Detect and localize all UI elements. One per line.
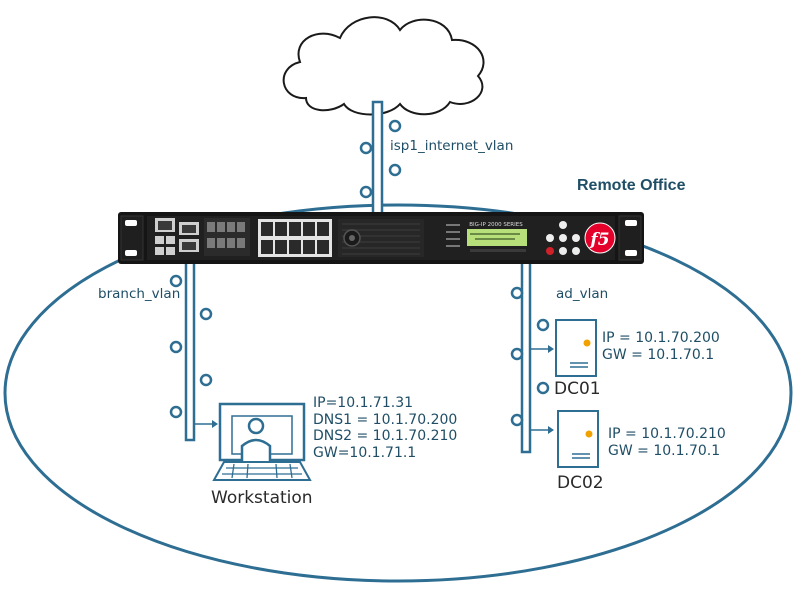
workstation-ip: IP=10.1.71.31 <box>313 395 414 411</box>
big-ip-appliance: BIG-IP 2000 SERIES f5 <box>118 212 644 264</box>
port-connector-icon <box>169 340 183 354</box>
dc01-ip: IP = 10.1.70.200 <box>602 330 720 346</box>
branch-vlan-label: branch_vlan <box>98 286 181 302</box>
workstation-name: Workstation <box>211 488 313 508</box>
port-connector-icon <box>359 185 373 199</box>
ad-vlan-bus <box>510 260 554 454</box>
workstation-dns2: DNS2 = 10.1.70.210 <box>313 428 458 444</box>
port-connector-icon <box>510 347 524 361</box>
internet-cloud-icon <box>282 16 485 116</box>
dc01-name: DC01 <box>554 379 601 399</box>
port-connector-icon <box>388 119 402 133</box>
port-connector-icon <box>169 274 183 288</box>
appliance-model-text: BIG-IP 2000 SERIES <box>469 222 523 228</box>
port-connector-icon <box>510 413 524 427</box>
dc02-name: DC02 <box>557 473 604 493</box>
workstation-dns1: DNS1 = 10.1.70.200 <box>313 411 458 428</box>
branch-vlan-bus <box>169 260 218 442</box>
dc02-ip: IP = 10.1.70.210 <box>608 426 726 442</box>
internet-vlan-label: isp1_internet_vlan <box>390 138 514 154</box>
dc02-server-icon <box>557 410 599 468</box>
workstation-gateway: GW=10.1.71.1 <box>313 444 417 461</box>
port-connector-icon <box>536 318 550 332</box>
remote-office-boundary <box>3 203 793 583</box>
f5-logo-text: f5 <box>589 230 609 250</box>
port-connector-icon <box>199 373 213 387</box>
internet-vlan-bus <box>359 100 402 216</box>
site-title: Remote Office <box>577 177 686 194</box>
port-connector-icon <box>199 307 213 321</box>
workstation-icon <box>212 402 312 481</box>
dc02-config: IP = 10.1.70.210 GW = 10.1.70.1 <box>608 426 726 459</box>
port-connector-icon <box>536 381 550 395</box>
port-connector-icon <box>169 405 183 419</box>
port-connector-icon <box>359 141 373 155</box>
ad-vlan-label: ad_vlan <box>556 286 609 302</box>
dc02-gateway: GW = 10.1.70.1 <box>608 442 721 459</box>
dc01-gateway: GW = 10.1.70.1 <box>602 346 715 363</box>
port-connector-icon <box>388 163 402 177</box>
f5-logo-icon <box>584 222 616 254</box>
port-connector-icon <box>510 286 524 300</box>
dc01-config: IP = 10.1.70.200 GW = 10.1.70.1 <box>602 330 720 363</box>
workstation-config: IP=10.1.71.31 DNS1 = 10.1.70.200 DNS2 = … <box>313 395 457 461</box>
dc01-server-icon <box>555 319 597 377</box>
